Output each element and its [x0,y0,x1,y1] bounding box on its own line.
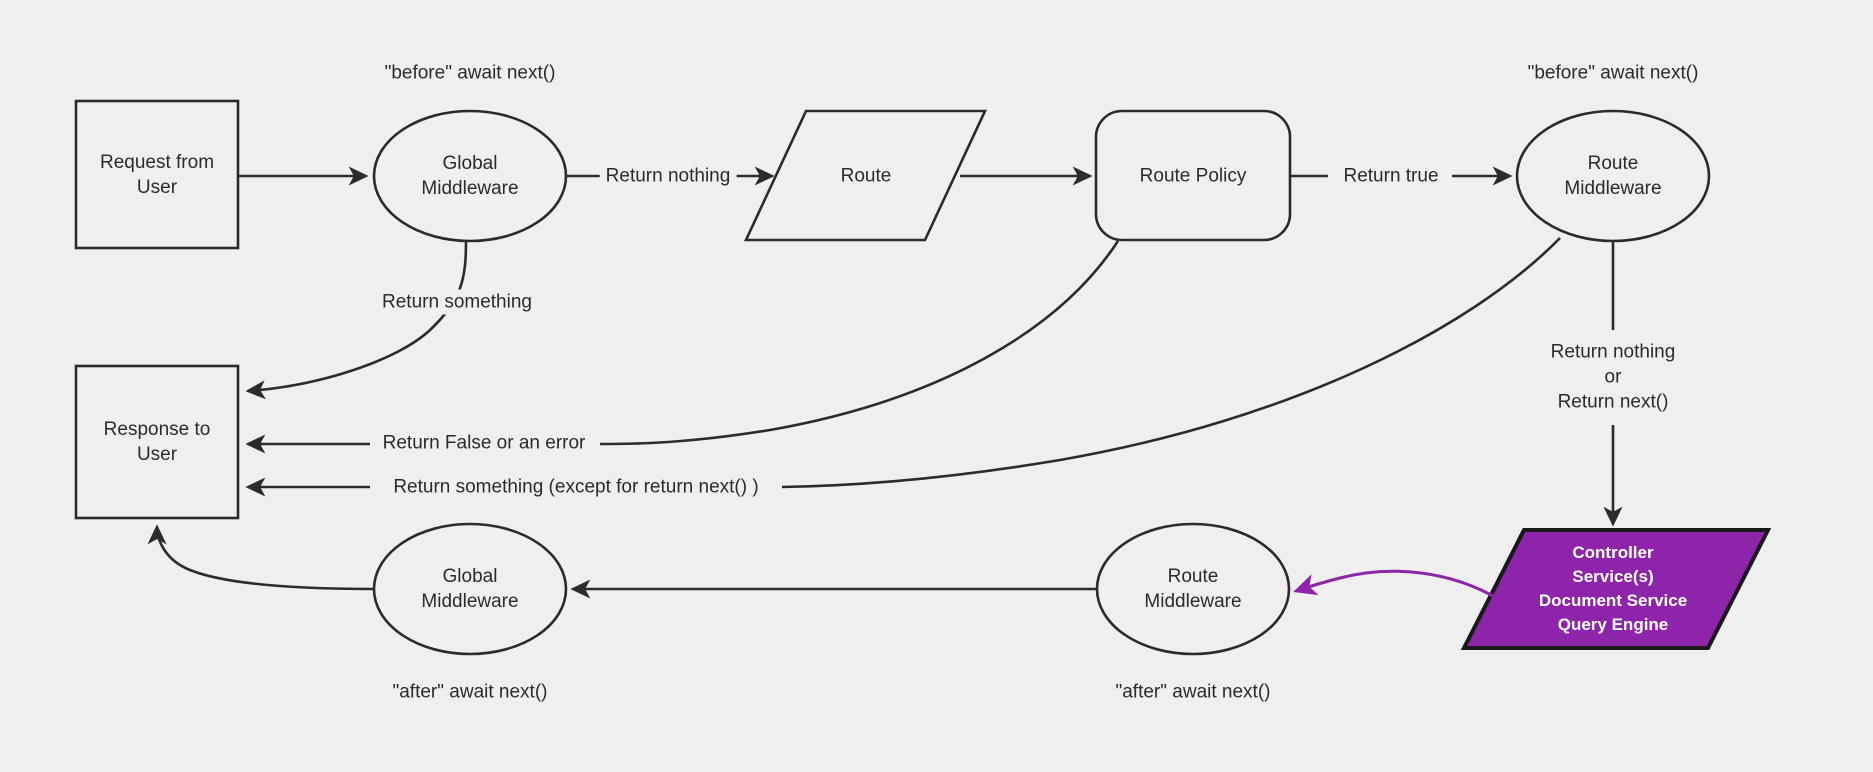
node-controller-services [1460,528,1772,650]
edge-route-middleware-to-response-curve [781,237,1561,489]
edge-global-middleware-to-response [245,240,468,400]
edge-controller-to-route-middleware-after [1293,569,1501,602]
edge-route-policy-to-response-curve [599,240,1120,446]
node-route-middleware-before [1515,109,1711,243]
node-global-middleware-after [372,522,568,656]
node-global-middleware-before [372,109,568,243]
node-response-to-user [74,364,240,520]
node-route-policy [1094,109,1292,242]
node-route [743,109,988,242]
node-request-from-user [74,99,240,250]
node-route-middleware-after [1095,522,1291,656]
edge-global-middleware-after-to-response [147,524,375,591]
